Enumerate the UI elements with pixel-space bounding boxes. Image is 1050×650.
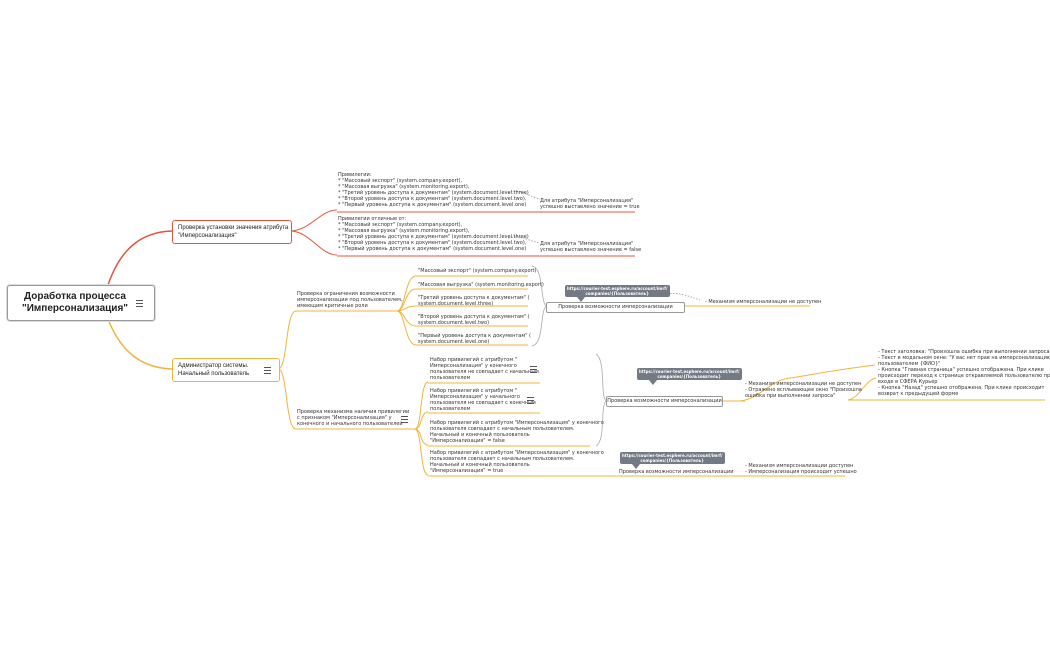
- notes-icon[interactable]: [264, 367, 271, 374]
- sub1-item-4: "Первый уровень доступа к документам" ( …: [418, 333, 531, 345]
- notes-icon[interactable]: [530, 366, 537, 373]
- sub2-label: Проверка механизма наличия привилегии с …: [297, 409, 410, 427]
- sub2-item-3: Набор привилегий с атрибутом "Имперсонал…: [430, 450, 604, 474]
- sub2-url-tooltip-2[interactable]: https://courier-test.esphere.ru/account/…: [620, 452, 725, 469]
- sub1-item-1: "Массовая выгрузка" (system.monitoring.e…: [418, 282, 544, 288]
- bracket-sub1: [531, 265, 547, 347]
- sub2-item-0: Набор привилегий с атрибутом " Имперсона…: [430, 357, 539, 381]
- link-b2-sub2: [277, 368, 297, 430]
- sub1-result: - Механизм имперсонализации не доступен: [705, 299, 822, 305]
- branch2-label: Администратор системы. Начальный пользов…: [178, 363, 250, 377]
- result-true: Для атрибута "Имперсонализация" успешно …: [540, 198, 640, 210]
- sub1-item-3: "Второй уровень доступа к документам" ( …: [418, 314, 530, 326]
- notes-icon[interactable]: [136, 300, 143, 307]
- link-b1-group2: [289, 230, 338, 256]
- sub1-item-2: "Третий уровень доступа к документам" ( …: [418, 295, 530, 307]
- sub1-url-tooltip[interactable]: https://courier-test.esphere.ru/account/…: [565, 285, 670, 302]
- link-b2-sub1: [277, 310, 297, 370]
- sub2-item-1: Набор привилегий с атрибутом " Имперсона…: [430, 388, 536, 412]
- sub2-error-details: - Текст заголовка: "Произошла ошибка при…: [878, 349, 1050, 397]
- root-label: Доработка процесса "Имперсонализация": [21, 291, 129, 314]
- sub2-check-2[interactable]: Проверка возможности имперсонализации: [619, 469, 734, 475]
- branch-admin-user[interactable]: Администратор системы. Начальный пользов…: [172, 358, 280, 382]
- privileges-group-2: Привилегии отличные от: * "Массовый эксп…: [338, 216, 529, 252]
- link-root-branch2: [107, 318, 173, 370]
- sub2-check-box-1[interactable]: Проверка возможности имперсонализации: [606, 396, 723, 407]
- link-root-branch1: [107, 230, 173, 286]
- privileges-group-1: Привилегии: * "Массовый экспорт" (system…: [338, 172, 529, 208]
- sub2-item-2: Набор привилегий с атрибутом "Имперсонал…: [430, 420, 604, 444]
- sub1-item-0: "Массовый экспорт" (system.company.expor…: [418, 268, 537, 274]
- notes-icon[interactable]: [401, 416, 408, 423]
- sub1-label: Проверка ограничения возможности имперсо…: [297, 291, 403, 309]
- root-node[interactable]: Доработка процесса "Имперсонализация": [7, 285, 155, 321]
- sub2-url-tooltip-1[interactable]: https://courier-test.esphere.ru/account/…: [637, 368, 742, 385]
- result-false: Для атрибута "Имперсонализация" успешно …: [540, 241, 642, 253]
- branch-attribute-check[interactable]: Проверка установки значения атрибута "Им…: [172, 220, 292, 244]
- sub2-result-1: - Механизм имперсонализации не доступен …: [745, 381, 862, 399]
- notes-icon[interactable]: [527, 397, 534, 404]
- sub1-check-box[interactable]: Проверка возможности имперсонализации: [546, 302, 685, 313]
- branch1-label: Проверка установки значения атрибута "Им…: [178, 225, 289, 239]
- dotted-link-1: [507, 190, 541, 200]
- link-b1-group1: [289, 209, 338, 232]
- sub2-result-2: - Механизм имперсонализации доступен - И…: [745, 463, 857, 475]
- dotted-link-2: [507, 236, 541, 244]
